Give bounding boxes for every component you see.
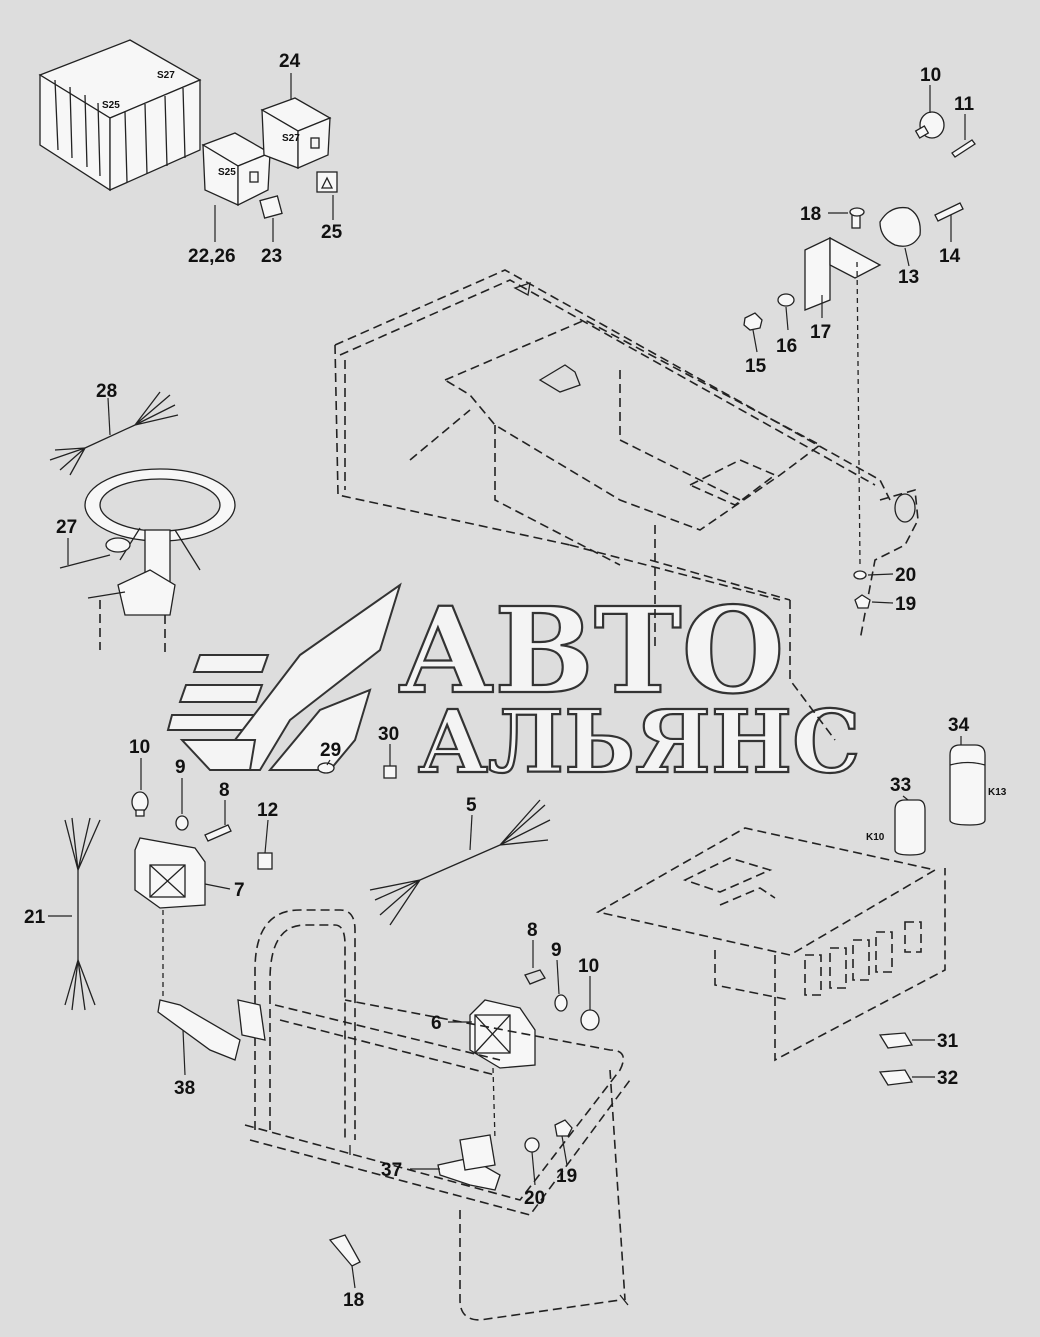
watermark-logo: АВТО АЛЬЯНС bbox=[166, 580, 862, 794]
callout-29: 29 bbox=[320, 740, 341, 761]
harness-5 bbox=[369, 799, 551, 926]
callout-27: 27 bbox=[56, 517, 77, 538]
callout-18-lower: 18 bbox=[343, 1290, 364, 1311]
fuse-31 bbox=[878, 1032, 914, 1049]
left-lamp-parts bbox=[131, 762, 397, 870]
nut-19-lower bbox=[554, 1119, 573, 1137]
callout-33: 33 bbox=[890, 775, 911, 796]
harness-28 bbox=[49, 391, 179, 476]
callout-28: 28 bbox=[96, 381, 117, 402]
warning-triangle-icon bbox=[320, 176, 334, 189]
symbol-plate-warning bbox=[316, 171, 338, 193]
callout-21: 21 bbox=[24, 907, 46, 928]
callout-32: 32 bbox=[937, 1068, 958, 1089]
cab-frame bbox=[334, 269, 919, 741]
callout-13: 13 bbox=[898, 267, 919, 288]
watermark-line1: АВТО bbox=[398, 581, 784, 720]
callout-25: 25 bbox=[321, 222, 343, 243]
steering-assembly bbox=[59, 468, 236, 655]
callout-19-lower: 19 bbox=[556, 1166, 577, 1187]
bolt-18-lower bbox=[328, 1234, 361, 1267]
switch-s25-tag: S25 bbox=[218, 167, 236, 178]
relay-k10-tag: K10 bbox=[866, 832, 885, 843]
callout-22-26: 22,26 bbox=[188, 246, 236, 267]
fuse-32 bbox=[878, 1069, 914, 1086]
callout-8-left: 8 bbox=[219, 780, 230, 801]
switch-block: S25 S27 bbox=[38, 39, 202, 192]
callout-10-right: 10 bbox=[578, 956, 599, 977]
harness-21 bbox=[64, 817, 101, 1011]
callout-14: 14 bbox=[939, 246, 961, 267]
callout-20-lower: 20 bbox=[524, 1188, 545, 1209]
callout-9-left: 9 bbox=[175, 757, 186, 778]
callout-18-top: 18 bbox=[800, 204, 821, 225]
callout-labels: 24 10 11 18 14 13 17 16 15 22,26 23 25 2… bbox=[24, 51, 975, 1311]
watermark-line2: АЛЬЯНС bbox=[418, 692, 861, 793]
switch-s27-tag: S27 bbox=[282, 133, 300, 144]
callout-31: 31 bbox=[937, 1031, 959, 1052]
callout-17: 17 bbox=[810, 322, 831, 343]
callout-34: 34 bbox=[948, 715, 970, 736]
relay-k10: K10 bbox=[866, 799, 926, 856]
beacon-assembly bbox=[743, 111, 976, 609]
relay-k13-tag: K13 bbox=[988, 787, 1007, 798]
work-lamp-6 bbox=[469, 969, 600, 1141]
callout-16: 16 bbox=[776, 336, 797, 357]
symbol-plate-light bbox=[259, 195, 283, 219]
logo-wing-icon bbox=[166, 582, 402, 771]
callout-20-right: 20 bbox=[895, 565, 916, 586]
callout-15: 15 bbox=[745, 356, 767, 377]
callout-9-right: 9 bbox=[551, 940, 562, 961]
callout-24: 24 bbox=[279, 51, 301, 72]
work-lamp-7 bbox=[134, 837, 206, 1000]
switch-s25: S25 bbox=[201, 132, 272, 207]
switch-block-tag-s27: S27 bbox=[157, 70, 175, 81]
callout-10-top: 10 bbox=[920, 65, 941, 86]
callout-8-right: 8 bbox=[527, 920, 538, 941]
guard-frame bbox=[237, 909, 631, 1321]
switch-block-tag-s25: S25 bbox=[102, 100, 120, 111]
relay-k13: K13 bbox=[949, 744, 1007, 826]
fuse-panel bbox=[595, 827, 946, 1062]
callout-38: 38 bbox=[174, 1078, 195, 1099]
callout-19-right: 19 bbox=[895, 594, 916, 615]
leader-lines bbox=[48, 73, 966, 1289]
switch-s27: S27 bbox=[260, 97, 332, 169]
callout-10-left: 10 bbox=[129, 737, 150, 758]
callout-11: 11 bbox=[954, 94, 975, 115]
callout-7: 7 bbox=[234, 880, 245, 901]
callout-37: 37 bbox=[381, 1160, 402, 1181]
callout-30: 30 bbox=[378, 724, 399, 745]
washer-20-lower bbox=[524, 1137, 540, 1153]
bracket-38 bbox=[157, 999, 241, 1061]
callout-23: 23 bbox=[261, 246, 282, 267]
callout-6: 6 bbox=[431, 1013, 442, 1034]
callout-12: 12 bbox=[257, 800, 278, 821]
callout-5: 5 bbox=[466, 795, 477, 816]
